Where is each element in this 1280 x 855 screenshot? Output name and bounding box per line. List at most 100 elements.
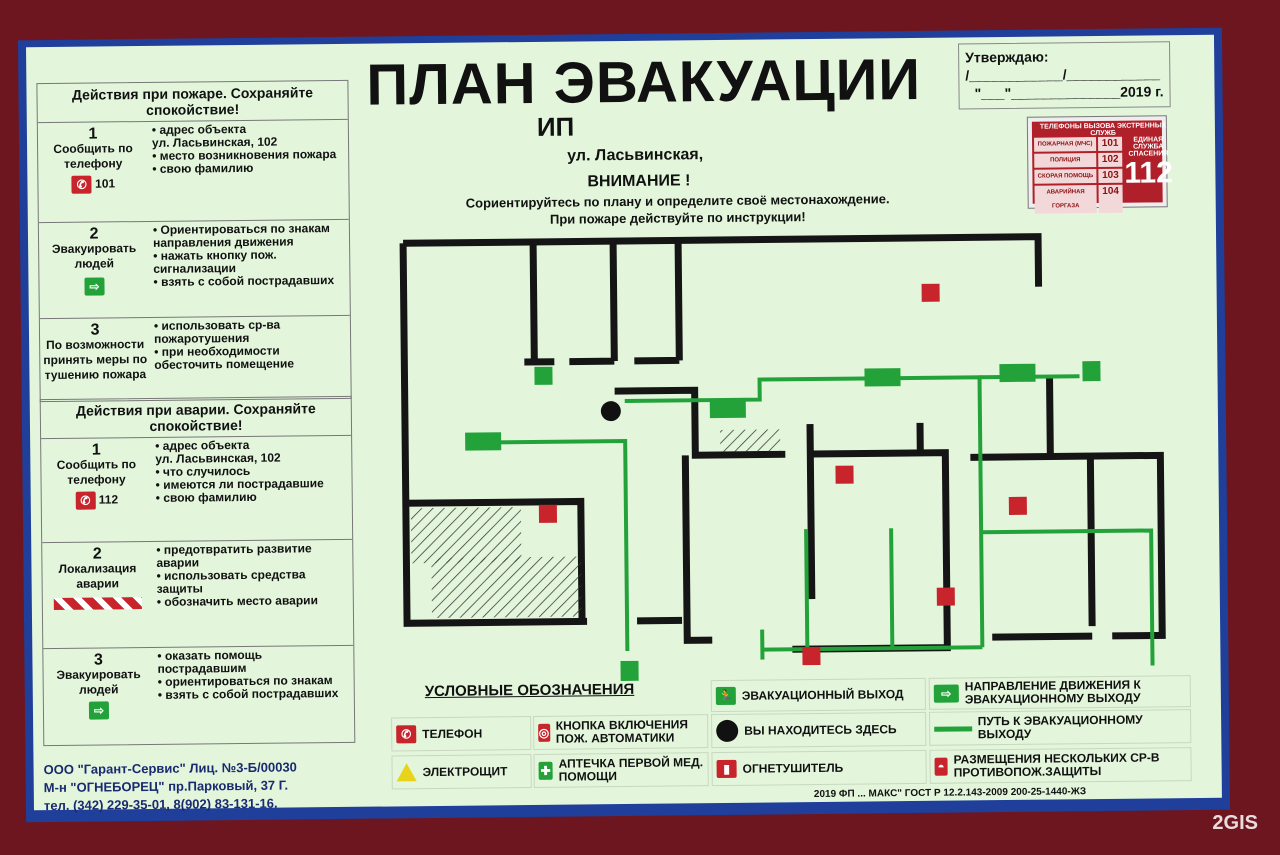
street: ул. Ласьвинская, — [567, 146, 704, 165]
legend-label: ТЕЛЕФОН — [422, 726, 483, 741]
legend-label: КНОПКА ВКЛЮЧЕНИЯ ПОЖ. АВТОМАТИКИ — [555, 717, 689, 746]
step-num: 1 — [91, 441, 101, 459]
unified-number: 112 — [1124, 156, 1173, 190]
exit-direction-icon: ⇨ — [933, 684, 959, 703]
attention: ВНИМАНИЕ ! — [587, 172, 691, 191]
you-are-here-icon — [600, 401, 621, 422]
legend-you-are-here: ВЫ НАХОДИТЕСЬ ЗДЕСЬ — [711, 711, 927, 749]
legend-fire-equipment: ◓РАЗМЕЩЕНИЯ НЕСКОЛЬКИХ СР-В ПРОТИВОПОЖ.З… — [929, 747, 1192, 784]
exit-direction-icon: ⇨ — [88, 701, 110, 720]
fire-equipment-icon: ◓ — [934, 757, 948, 776]
legend-alarm-button: ◎ КНОПКА ВКЛЮЧЕНИЯ ПОЖ. АВТОМАТИКИ — [533, 714, 709, 750]
step-label: Эвакуировать людей — [51, 241, 137, 271]
step-item: при необходимости обесточить помещение — [154, 344, 346, 372]
phone-icon: ✆ — [396, 725, 417, 744]
evacuation-plan-board: ПЛАН ЭВАКУАЦИИ ИП ул. Ласьвинская, ВНИМА… — [17, 27, 1231, 823]
extinguisher-icons — [538, 283, 1027, 666]
legend-label: ЭЛЕКТРОЩИТ — [422, 763, 508, 779]
you-are-here-icon — [716, 719, 739, 743]
step-item: использовать средства защиты — [156, 567, 348, 596]
route-line-icon — [934, 725, 972, 732]
step-phone: 101 — [95, 176, 116, 191]
emergency-exit-icon: 🏃 — [715, 686, 736, 706]
legend-title: УСЛОВНЫЕ ОБОЗНАЧЕНИЯ — [424, 680, 635, 701]
floor-plan — [399, 233, 1173, 684]
step-item: предотвратить развитие аварии — [156, 541, 348, 570]
legend: УСЛОВНЫЕ ОБОЗНАЧЕНИЯ ✆ ТЕЛЕФОН ◎ КНОПКА ВК… — [391, 675, 1192, 793]
legend-exit: 🏃 ЭВАКУАЦИОННЫЙ ВЫХОД — [710, 677, 926, 713]
step-num: 2 — [89, 225, 99, 243]
legend-route: ПУТЬ К ЭВАКУАЦИОННОМУ ВЫХОДУ — [929, 709, 1192, 746]
footer-line: тел. (342) 229-35-01, 8(902) 83-131-16. — [43, 795, 278, 814]
stairs — [720, 429, 781, 452]
fire-extinguisher-icon: ▮ — [716, 759, 737, 779]
step-label: По возможности принять меры по тушению п… — [43, 337, 148, 383]
electrical-hazard-icon — [396, 763, 417, 782]
number: 101 — [1098, 136, 1123, 152]
emergency-phones: ТЕЛЕФОНЫ ВЫЗОВА ЭКСТРЕННЫХ СЛУЖБ ПОЖАРНА… — [1026, 115, 1173, 214]
legend-label: АПТЕЧКА ПЕРВОЙ МЕД. ПОМОЩИ — [558, 755, 704, 784]
hazard-tape-icon — [53, 597, 142, 610]
org-name: ИП — [536, 111, 575, 142]
step-item: взять с собой пострадавших — [153, 273, 345, 289]
step-num: 3 — [90, 321, 100, 339]
step-num: 2 — [92, 545, 102, 563]
standard-reference: 2019 ФП ... МАКС" ГОСТ Р 12.2.143-2009 2… — [813, 786, 1087, 801]
phones-title: ТЕЛЕФОНЫ ВЫЗОВА ЭКСТРЕННЫХ СЛУЖБ — [1039, 122, 1167, 138]
legend-label: НАПРАВЛЕНИЕ ДВИЖЕНИЯ К ЭВАКУАЦИОННОМУ ВЫ… — [964, 677, 1141, 707]
legend-extinguisher: ▮ ОГНЕТУШИТЕЛЬ — [711, 749, 927, 787]
step-phone: 112 — [98, 492, 119, 507]
accident-actions-panel: Действия при аварии. Сохраняйте спокойст… — [39, 395, 356, 747]
fire-heading: Действия при пожаре. Сохраняйте спокойст… — [37, 80, 348, 124]
legend-label: ЭВАКУАЦИОННЫЙ ВЫХОД — [741, 686, 904, 703]
walls — [399, 233, 1166, 653]
approval-block: Утверждаю:/____________/____________"___… — [958, 41, 1171, 110]
legend-phone: ✆ ТЕЛЕФОН — [391, 715, 532, 752]
legend-label: ОГНЕТУШИТЕЛЬ — [742, 760, 844, 776]
step-item: использовать ср-ва пожаротушения — [154, 318, 346, 346]
first-aid-icon: ✚ — [538, 761, 553, 780]
legend-label: ВЫ НАХОДИТЕСЬ ЗДЕСЬ — [744, 721, 897, 738]
stairs — [410, 507, 522, 564]
approve-date: "___"______________2019 г. — [974, 83, 1164, 102]
step-item: Ориентироваться по знакам направления дв… — [153, 221, 345, 250]
stairs — [431, 556, 583, 619]
number: 103 — [1098, 168, 1123, 184]
service: ПОЖАРНАЯ (МЧС) — [1034, 137, 1097, 152]
step-item: свою фамилию — [156, 490, 348, 505]
legend-direction: ⇨ НАПРАВЛЕНИЕ ДВИЖЕНИЯ К ЭВАКУАЦИОННОМУ В… — [928, 675, 1191, 710]
step-label: Эвакуировать людей — [56, 667, 141, 697]
step-num: 1 — [88, 125, 98, 143]
number: 102 — [1098, 152, 1123, 168]
legend-first-aid: ✚ АПТЕЧКА ПЕРВОЙ МЕД. ПОМОЩИ — [533, 752, 709, 788]
alarm-button-icon: ◎ — [538, 723, 550, 742]
step-item: свою фамилию — [152, 161, 344, 176]
fire-actions-panel: Действия при пожаре. Сохраняйте спокойст… — [36, 79, 352, 403]
watermark: 2GIS — [1212, 812, 1258, 834]
legend-panel: ЭЛЕКТРОЩИТ — [391, 753, 532, 790]
step-label: Сообщить по телефону — [56, 457, 137, 487]
plan-title: ПЛАН ЭВАКУАЦИИ — [366, 46, 922, 118]
accident-heading: Действия при аварии. Сохраняйте спокойст… — [40, 396, 352, 440]
phone-icon: ✆ — [75, 491, 96, 510]
approve-line: /____________/____________ — [965, 65, 1161, 84]
exit-direction-icon: ⇨ — [84, 277, 105, 296]
unified-label: ЕДИНАЯ СЛУЖБА СПАСЕНИЯ — [1128, 136, 1169, 158]
service: СКОРАЯ ПОМОЩЬ — [1034, 169, 1097, 184]
approve-label: Утверждаю: — [965, 48, 1049, 66]
step-num: 3 — [93, 651, 103, 669]
step-item: обозначить место аварии — [157, 593, 349, 609]
step-label: Сообщить по телефону — [53, 141, 133, 171]
step-item: взять с собой пострадавших — [158, 686, 350, 702]
number: 104 — [1098, 184, 1123, 214]
step-label: Локализация аварии — [58, 561, 137, 591]
instructions: Сориентируйтесь по плану и определите св… — [428, 190, 928, 229]
step-item: нажать кнопку пож. сигнализации — [153, 248, 345, 276]
